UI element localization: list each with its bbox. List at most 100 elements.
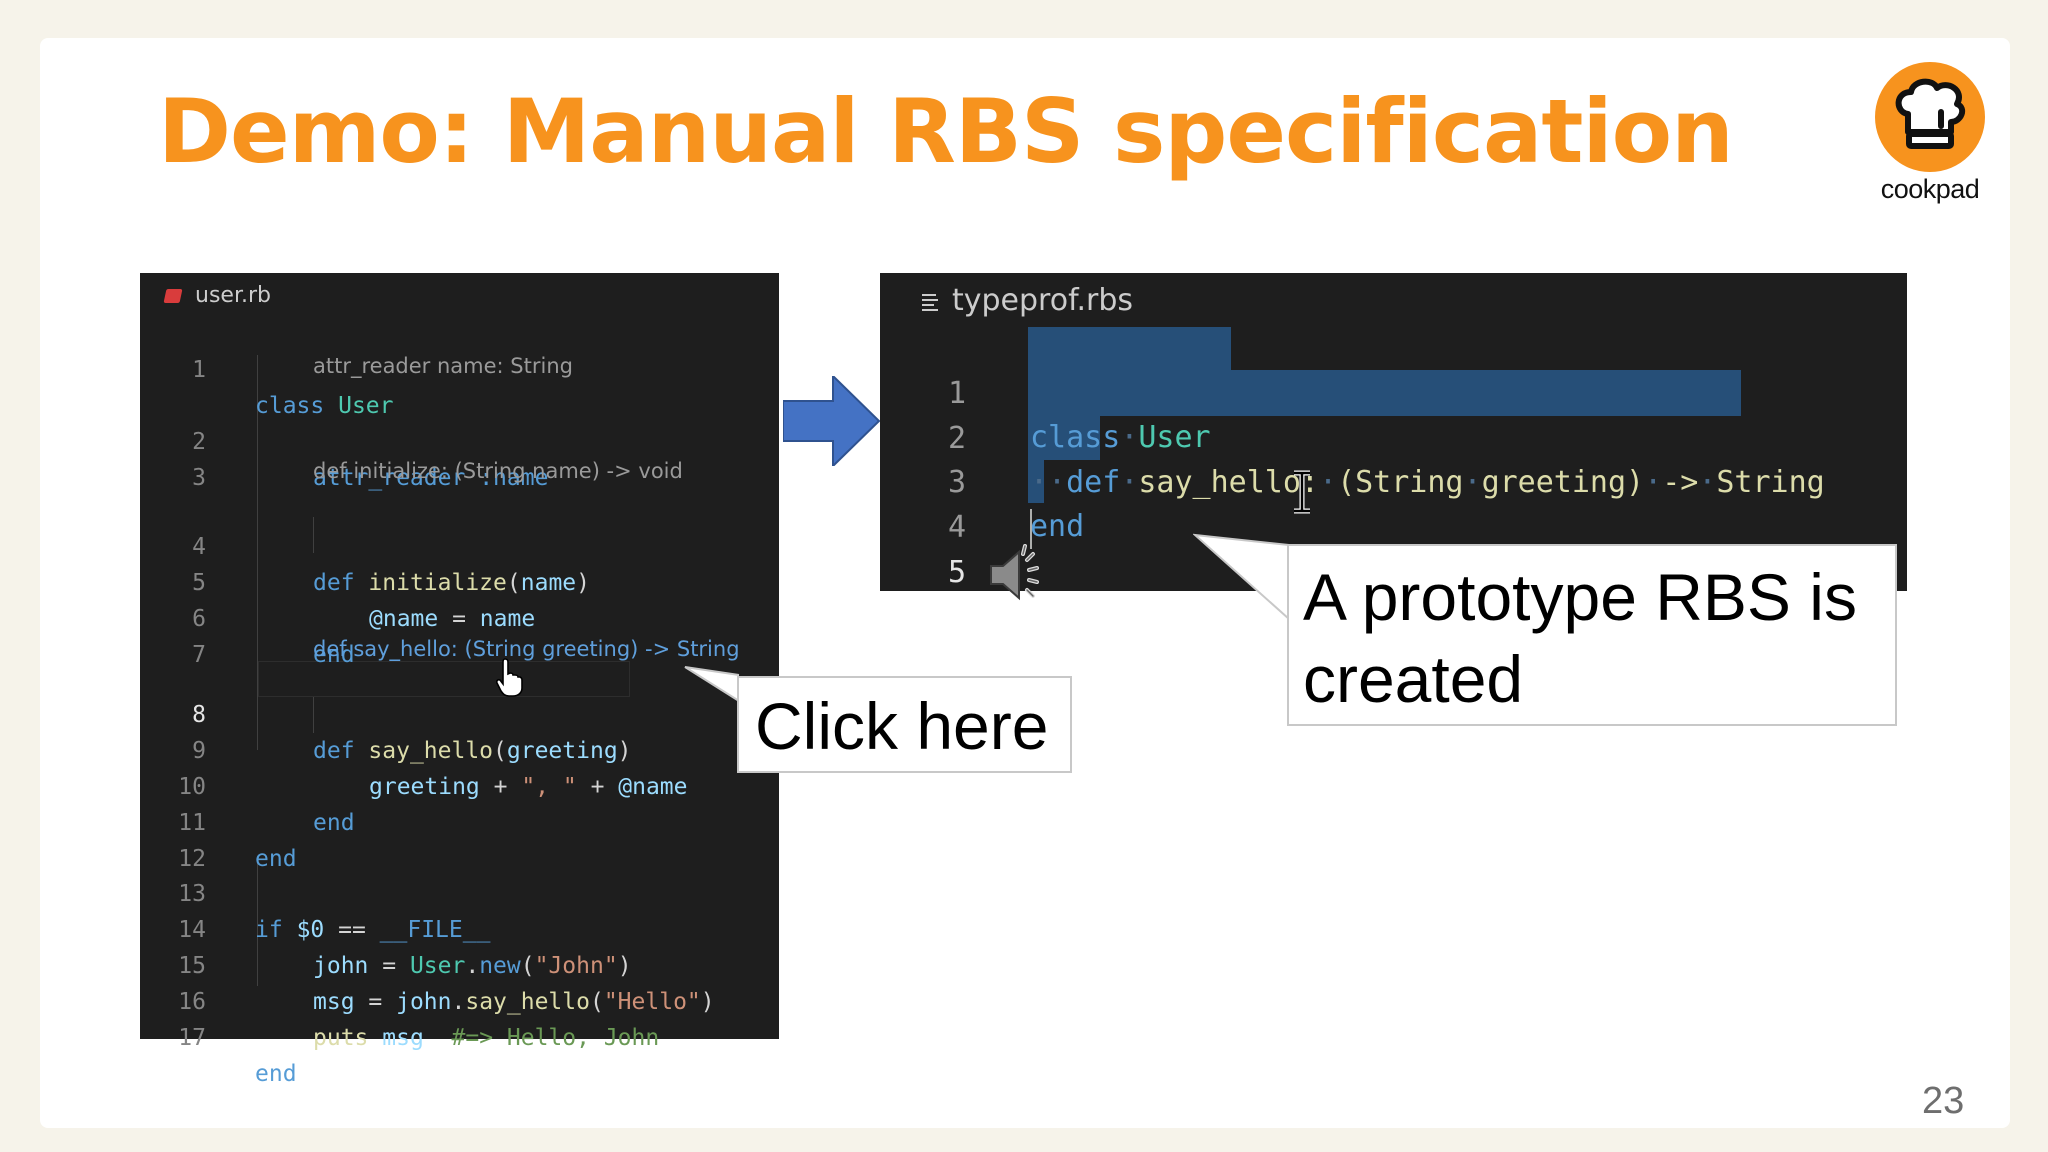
ruby-icon <box>163 289 183 303</box>
code-token: new <box>479 953 521 979</box>
line-number: 13 <box>178 881 206 907</box>
code-line[interactable]: 3 end <box>880 417 1084 544</box>
code-line[interactable]: 9 greeting + ", " + @name <box>140 697 779 800</box>
speaker-icon[interactable] <box>985 540 1055 610</box>
line-number: 8 <box>192 702 206 728</box>
code-line[interactable]: 13 if $0 == __FILE__ <box>140 840 779 943</box>
code-token: class <box>1030 420 1121 455</box>
code-token: greeting) <box>1481 465 1645 500</box>
code-line[interactable]: 2 ··def·say_hello:·(String·greeting)·->·… <box>880 373 1825 500</box>
text-caret <box>1030 509 1032 549</box>
line-number: 2 <box>192 429 206 455</box>
code-line[interactable]: 4 def initialize(name) <box>140 493 779 596</box>
code-line[interactable]: 4 <box>880 462 966 545</box>
prototype-rbs-callout: A prototype RBS is created <box>1287 544 1897 726</box>
code-line[interactable]: 7 <box>140 601 779 668</box>
code-line[interactable]: 8 def say_hello(greeting) <box>140 661 779 764</box>
code-token: · <box>1319 465 1338 500</box>
logo-text: cookpad <box>1880 174 1980 204</box>
cookpad-logo: cookpad <box>1875 62 1985 205</box>
line-number: 4 <box>192 534 206 560</box>
line-number: 17 <box>178 1025 206 1051</box>
code-token: john <box>313 953 369 979</box>
code-token: if <box>255 917 283 943</box>
indent-guide <box>313 697 314 733</box>
user-rb-editor[interactable]: user.rb 1 class User attr_reader name: S… <box>140 273 779 1087</box>
line-number: 1 <box>947 376 966 411</box>
code-token: User <box>338 393 394 419</box>
line-number: 2 <box>947 421 966 456</box>
code-token: def <box>1066 465 1121 500</box>
code-token: + <box>576 774 619 800</box>
code-token: · <box>1120 420 1139 455</box>
code-token <box>424 1025 452 1051</box>
callout-text: Click here <box>755 689 1049 763</box>
line-number: 9 <box>192 738 206 764</box>
line-number: 7 <box>192 642 206 668</box>
tab-label: typeprof.rbs <box>952 283 1134 318</box>
code-token: "Hello" <box>603 989 701 1015</box>
code-line[interactable]: 15 msg = john.say_hello("Hello") <box>140 912 779 1015</box>
code-line[interactable]: 17 end <box>140 984 779 1087</box>
indent-guide <box>313 517 314 553</box>
code-line[interactable]: 1 class User <box>140 316 779 419</box>
type-hint-attr-reader[interactable]: attr_reader name: String <box>313 354 573 378</box>
code-line[interactable]: 1 class·User <box>880 328 1211 455</box>
code-token: = <box>354 989 397 1015</box>
line-number: 6 <box>192 606 206 632</box>
click-here-callout: Click here <box>737 676 1072 773</box>
code-token: = <box>438 606 480 632</box>
code-line[interactable]: 11 end <box>140 769 779 872</box>
editor-tab-user-rb[interactable]: user.rb <box>163 283 271 308</box>
line-number: 3 <box>947 465 966 500</box>
code-token: class <box>255 393 325 419</box>
code-line[interactable]: 5 @name = name <box>140 529 779 632</box>
chef-hat-icon <box>1875 62 1985 172</box>
code-token: __FILE__ <box>379 917 491 943</box>
type-hint-initialize[interactable]: def initialize: (String name) -> void <box>313 459 683 483</box>
lines-icon <box>922 293 938 311</box>
indent-guide <box>257 355 258 750</box>
code-line[interactable]: 5 <box>880 507 966 590</box>
code-line[interactable]: 3 <box>140 424 779 491</box>
code-token: end <box>313 810 355 836</box>
code-token: greeting <box>369 774 480 800</box>
code-token: . <box>451 989 466 1015</box>
editor-tab-typeprof-rbs[interactable]: typeprof.rbs <box>920 283 1133 318</box>
code-line[interactable]: 12 <box>140 805 779 872</box>
code-line[interactable]: 16 puts msg #=> Hello, John <box>140 948 779 1051</box>
page-number: 23 <box>1922 1080 1965 1122</box>
code-token: ) <box>617 953 632 979</box>
right-arrow-icon <box>783 376 881 466</box>
code-token: initialize <box>368 570 507 596</box>
code-line[interactable]: 14 john = User.new("John") <box>140 876 779 979</box>
code-token: User <box>1138 420 1211 455</box>
line-number: 5 <box>192 570 206 596</box>
selection-highlight <box>1028 414 1100 460</box>
indent-guide <box>257 860 258 986</box>
code-token: @name <box>369 606 439 632</box>
code-token: + <box>479 774 522 800</box>
code-token: end <box>255 846 297 872</box>
hand-cursor-icon <box>496 658 523 697</box>
code-token: greeting <box>506 738 618 764</box>
tab-label: user.rb <box>195 283 271 308</box>
typeprof-rbs-editor[interactable]: typeprof.rbs 1 class·User 2 ··def·say_he… <box>880 273 1907 591</box>
code-token: @name <box>618 774 688 800</box>
code-token: ·· <box>1030 465 1067 500</box>
code-line[interactable]: 2 attr_reader :name <box>140 388 779 491</box>
code-token: name <box>520 570 577 596</box>
current-line-highlight <box>258 661 630 697</box>
type-hint-say-hello[interactable]: def say_hello: (String greeting) -> Stri… <box>313 637 740 661</box>
code-token: User <box>409 953 466 979</box>
code-token: ", " <box>521 774 577 800</box>
code-token: msg <box>313 989 355 1015</box>
code-line[interactable]: 10 end <box>140 733 779 836</box>
code-token: def <box>313 738 355 764</box>
code-token: attr_reader <box>313 465 466 491</box>
line-number: 10 <box>178 774 206 800</box>
code-token: :name <box>479 465 549 491</box>
code-token: ( <box>506 570 521 596</box>
code-token: ) <box>700 989 715 1015</box>
code-line[interactable]: 6 end <box>140 565 779 668</box>
